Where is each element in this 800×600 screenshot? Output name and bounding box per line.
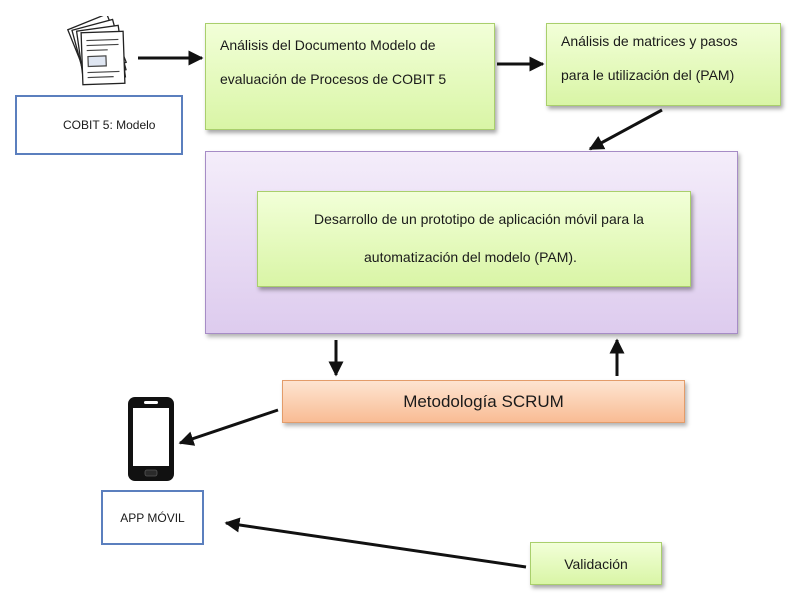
arrow-validation-to-app: [224, 517, 527, 569]
document-stack-icon: [66, 16, 128, 86]
scrum-methodology-text: Metodología SCRUM: [403, 391, 564, 411]
arrow-scrum-to-phone: [178, 408, 279, 446]
app-mobile-text: APP MÓVIL: [120, 510, 185, 525]
cobit-model-text: COBIT 5: Modelo: [63, 118, 156, 132]
prototype-box: Desarrollo de un prototipo de aplicación…: [257, 191, 691, 287]
analysis-document-line1: Análisis del Documento Modelo de: [220, 37, 436, 53]
analysis-matrices-line2: para le utilización del (PAM): [561, 67, 735, 83]
prototype-line1: Desarrollo de un prototipo de aplicación…: [314, 211, 644, 227]
scrum-methodology-box: Metodología SCRUM: [282, 380, 685, 423]
analysis-document-box: Análisis del Documento Modelo de evaluac…: [205, 23, 495, 130]
analysis-matrices-line1: Análisis de matrices y pasos: [561, 33, 738, 49]
prototype-line2: automatización del modelo (PAM).: [364, 249, 577, 265]
arrow-matrices-to-development: [588, 108, 663, 151]
analysis-document-line2: evaluación de Procesos de COBIT 5: [220, 71, 447, 87]
validation-box: Validación: [530, 542, 662, 585]
smartphone-icon: [128, 397, 174, 481]
validation-text: Validación: [564, 556, 628, 572]
cobit-model-label: COBIT 5: Modelo: [15, 95, 183, 155]
analysis-matrices-box: Análisis de matrices y pasos para le uti…: [546, 23, 781, 106]
app-mobile-label: APP MÓVIL: [101, 490, 204, 545]
